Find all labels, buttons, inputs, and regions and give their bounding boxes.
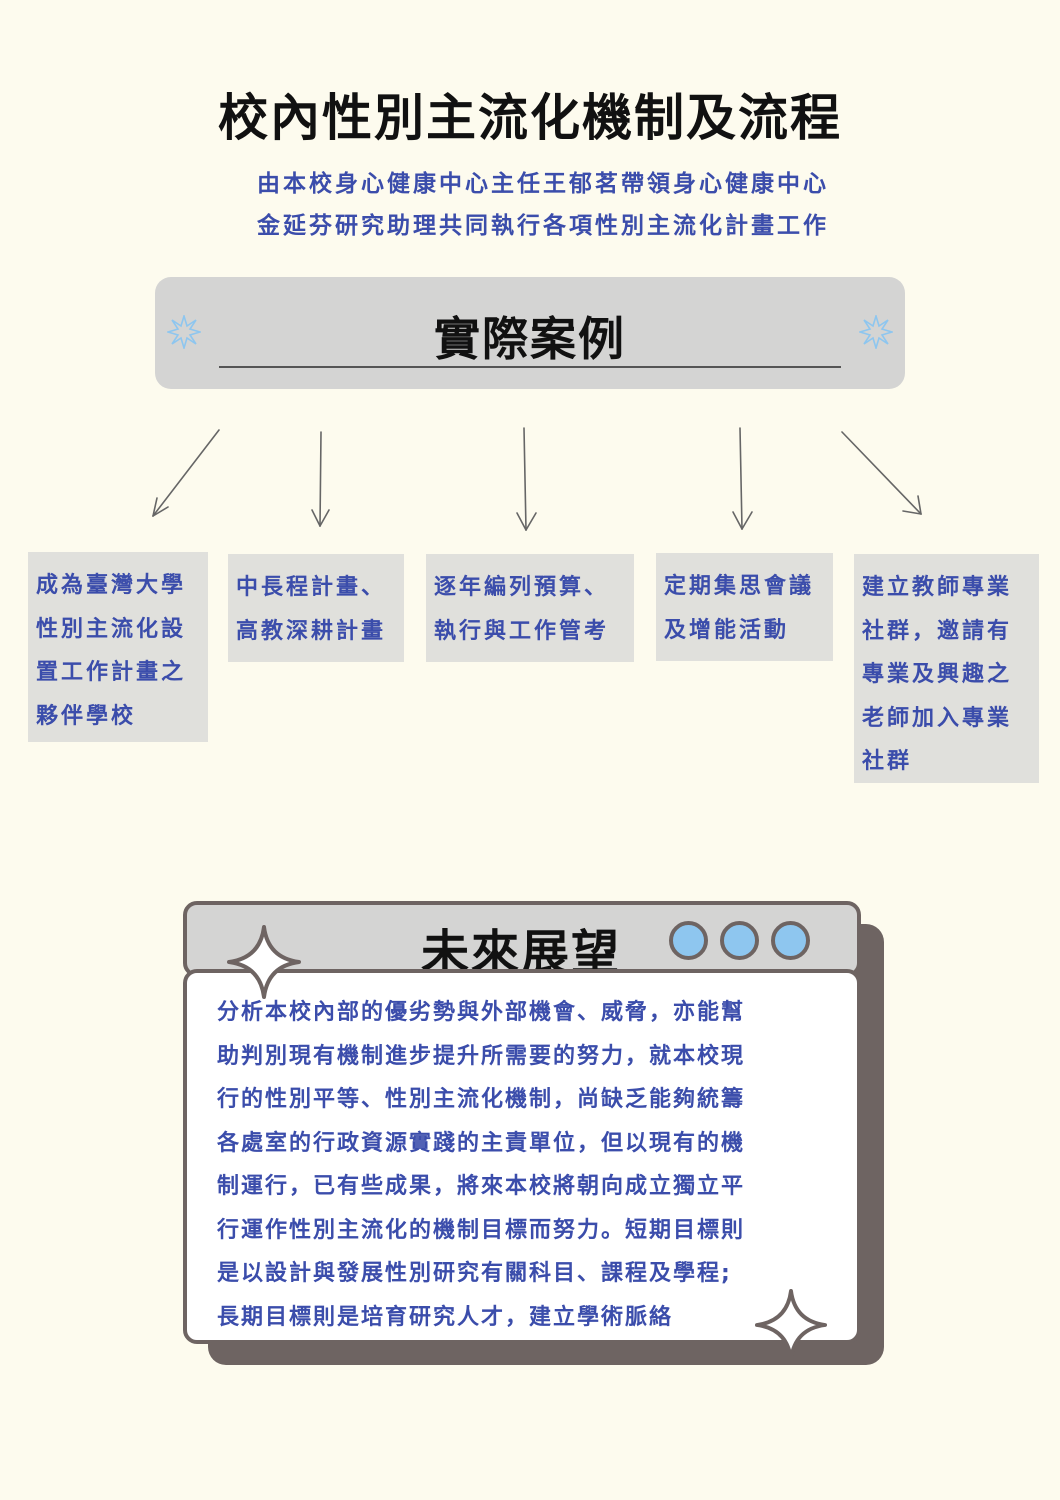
window-dot-icon	[720, 921, 759, 960]
future-text-line: 各處室的行政資源實踐的主責單位，但以現有的機	[217, 1130, 746, 1156]
future-text-line: 長期目標則是培育研究人才，建立學術脈絡	[217, 1304, 674, 1330]
case-card-line: 置工作計畫之	[36, 660, 187, 685]
case-card-line: 夥伴學校	[36, 703, 137, 729]
subtitle-line-1: 由本校身心健康中心主任王郁茗帶領身心健康中心	[257, 171, 829, 197]
four-point-star-icon	[227, 925, 301, 999]
arrow-icon	[516, 427, 537, 531]
case-card-line: 高教深耕計畫	[236, 618, 387, 644]
case-card-line: 建立教師專業	[862, 575, 1013, 600]
case-card-1: 成為臺灣大學 性別主流化設 置工作計畫之 夥伴學校	[28, 552, 208, 742]
window-dot-icon	[669, 921, 708, 960]
arrow-icon	[841, 431, 922, 515]
case-card-line: 執行與工作管考	[434, 618, 610, 644]
case-card-4: 定期集思會議 及增能活動	[656, 553, 833, 661]
subtitle-line-2: 金延芬研究助理共同執行各項性別主流化計畫工作	[257, 213, 829, 239]
case-card-5: 建立教師專業 社群，邀請有 專業及興趣之 老師加入專業 社群	[854, 554, 1039, 783]
cases-title: 實際案例	[434, 312, 626, 366]
cases-header-panel: 實際案例	[155, 277, 905, 389]
case-card-line: 性別主流化設	[36, 616, 187, 642]
arrow-icon	[152, 429, 220, 517]
cases-title-underline	[219, 366, 841, 368]
future-text-line: 是以設計與發展性別研究有關科目、課程及學程;	[217, 1261, 732, 1286]
case-card-line: 專業及興趣之	[862, 662, 1013, 687]
case-card-line: 社群	[862, 749, 913, 774]
future-text-line: 助判別現有機制進步提升所需要的努力，就本校現	[217, 1043, 746, 1069]
future-text-line: 分析本校內部的優劣勢與外部機會、威脅，亦能幫	[217, 1000, 746, 1025]
window-dot-icon	[771, 921, 810, 960]
connector-arrows	[152, 427, 922, 531]
case-card-line: 老師加入專業	[862, 705, 1013, 731]
arrow-icon	[311, 431, 330, 527]
case-card-3: 逐年編列預算、 執行與工作管考	[426, 554, 634, 662]
case-card-2: 中長程計畫、 高教深耕計畫	[228, 554, 404, 662]
arrow-icon	[732, 427, 753, 530]
case-card-line: 及增能活動	[664, 617, 790, 643]
case-card-line: 逐年編列預算、	[434, 575, 610, 600]
future-text-line: 行運作性別主流化的機制目標而努力。短期目標則	[217, 1217, 746, 1243]
future-body: 分析本校內部的優劣勢與外部機會、威脅，亦能幫 助判別現有機制進步提升所需要的努力…	[183, 969, 861, 1344]
case-card-line: 中長程計畫、	[236, 575, 387, 600]
four-point-star-icon	[754, 1288, 828, 1362]
sparkle-icon	[859, 315, 893, 349]
case-card-line: 定期集思會議	[664, 574, 815, 599]
page-title: 校內性別主流化機制及流程	[218, 89, 842, 147]
case-card-line: 社群，邀請有	[862, 618, 1013, 644]
future-text-line: 制運行，已有些成果，將來本校將朝向成立獨立平	[217, 1174, 746, 1199]
case-card-line: 成為臺灣大學	[36, 573, 187, 598]
sparkle-icon	[167, 315, 201, 349]
future-text-line: 行的性別平等、性別主流化機制，尚缺乏能夠統籌	[217, 1087, 746, 1112]
